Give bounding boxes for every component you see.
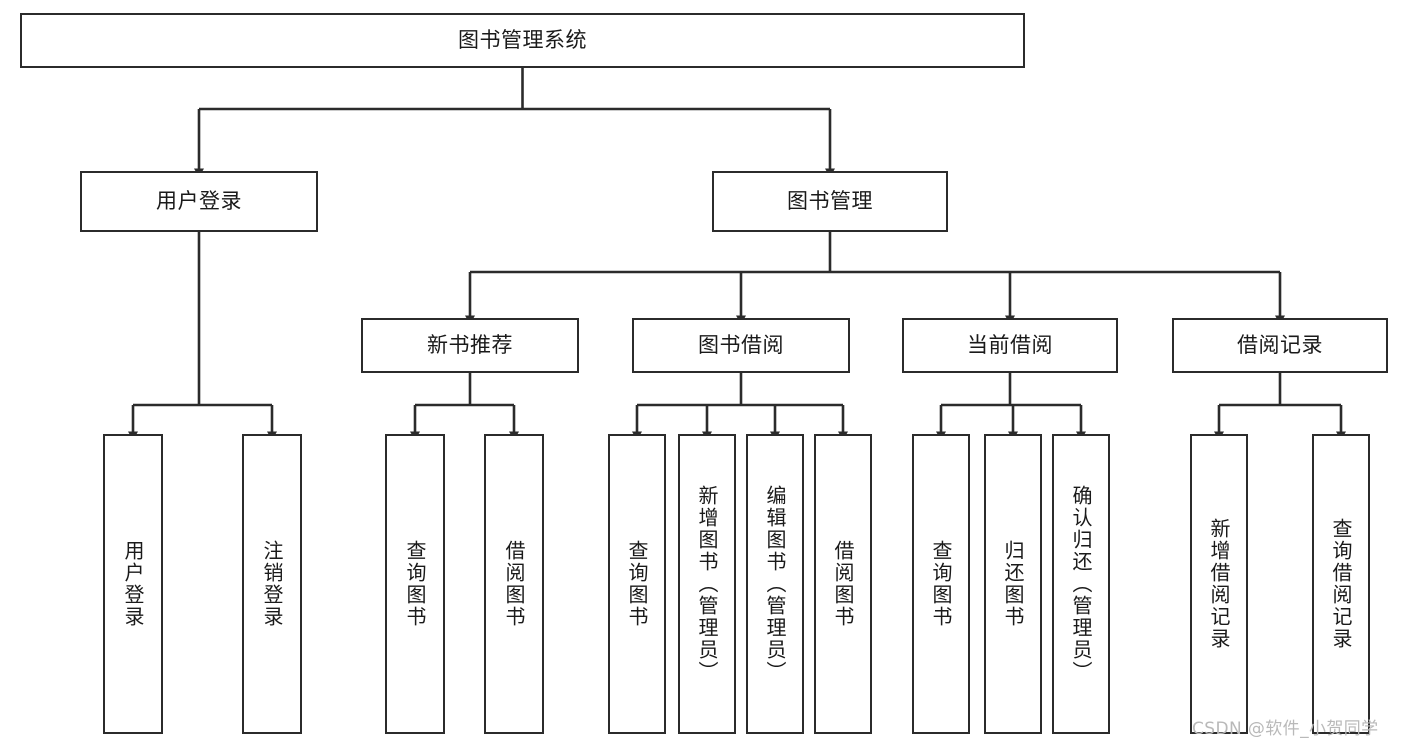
node-label-leaf-query-book-3: 查询图书 xyxy=(929,540,953,628)
node-root[interactable]: 图书管理系统 xyxy=(20,13,1025,68)
node-leaf-query-book-2[interactable]: 查询图书 xyxy=(608,434,666,734)
node-leaf-borrow-book-1[interactable]: 借阅图书 xyxy=(484,434,544,734)
node-leaf-return-book[interactable]: 归还图书 xyxy=(984,434,1042,734)
node-label-leaf-query-record: 查询借阅记录 xyxy=(1329,518,1353,650)
node-label-leaf-return-book: 归还图书 xyxy=(1001,540,1025,628)
node-leaf-edit-book[interactable]: 编辑图书（管理员） xyxy=(746,434,804,734)
node-new-book-rec[interactable]: 新书推荐 xyxy=(361,318,579,373)
node-label-leaf-borrow-book-1: 借阅图书 xyxy=(502,540,526,628)
node-label-current-borrow: 当前借阅 xyxy=(967,332,1053,357)
node-leaf-user-login[interactable]: 用户登录 xyxy=(103,434,163,734)
node-label-leaf-add-record: 新增借阅记录 xyxy=(1207,518,1231,650)
node-leaf-query-record[interactable]: 查询借阅记录 xyxy=(1312,434,1370,734)
node-label-leaf-confirm-return: 确认归还（管理员） xyxy=(1069,485,1093,683)
node-label-leaf-query-book-1: 查询图书 xyxy=(403,540,427,628)
node-current-borrow[interactable]: 当前借阅 xyxy=(902,318,1118,373)
node-user-login[interactable]: 用户登录 xyxy=(80,171,318,232)
node-label-borrow-record: 借阅记录 xyxy=(1237,332,1323,357)
node-label-new-book-rec: 新书推荐 xyxy=(427,332,513,357)
node-leaf-query-book-3[interactable]: 查询图书 xyxy=(912,434,970,734)
node-label-leaf-add-book: 新增图书（管理员） xyxy=(695,485,719,683)
node-label-leaf-edit-book: 编辑图书（管理员） xyxy=(763,485,787,683)
node-label-leaf-borrow-book-2: 借阅图书 xyxy=(831,540,855,628)
node-book-manage[interactable]: 图书管理 xyxy=(712,171,948,232)
node-leaf-add-book[interactable]: 新增图书（管理员） xyxy=(678,434,736,734)
node-label-leaf-user-logout: 注销登录 xyxy=(260,540,284,628)
node-book-borrow[interactable]: 图书借阅 xyxy=(632,318,850,373)
node-label-root: 图书管理系统 xyxy=(458,27,587,52)
node-leaf-confirm-return[interactable]: 确认归还（管理员） xyxy=(1052,434,1110,734)
node-leaf-user-logout[interactable]: 注销登录 xyxy=(242,434,302,734)
node-label-book-manage: 图书管理 xyxy=(787,188,873,213)
node-label-leaf-user-login: 用户登录 xyxy=(121,540,145,628)
node-label-book-borrow: 图书借阅 xyxy=(698,332,784,357)
node-leaf-add-record[interactable]: 新增借阅记录 xyxy=(1190,434,1248,734)
node-leaf-borrow-book-2[interactable]: 借阅图书 xyxy=(814,434,872,734)
node-leaf-query-book-1[interactable]: 查询图书 xyxy=(385,434,445,734)
node-label-user-login: 用户登录 xyxy=(156,188,242,213)
csdn-watermark: CSDN @软件_小贺同学 xyxy=(1192,719,1379,739)
node-borrow-record[interactable]: 借阅记录 xyxy=(1172,318,1388,373)
node-label-leaf-query-book-2: 查询图书 xyxy=(625,540,649,628)
